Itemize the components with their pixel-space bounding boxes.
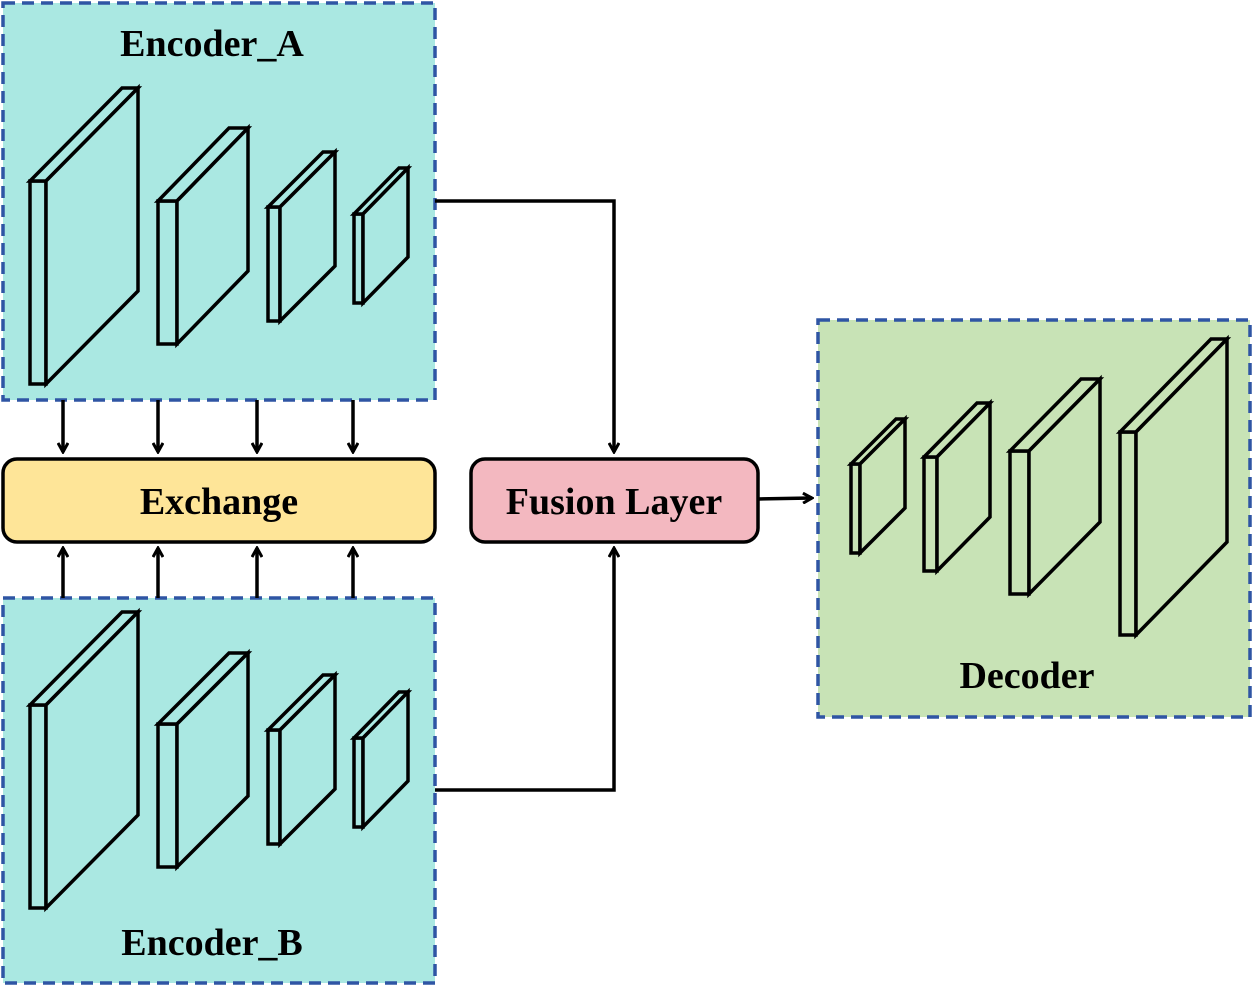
decoder-map-3 [1005,374,1105,599]
encoder-a-to-fusion-connector [435,199,614,452]
decoder-map-2 [919,398,995,576]
fusion-to-decoder-arrow [757,498,812,499]
encoder-b-label: Encoder_B [121,922,303,964]
encoder-b-to-fusion-connector [435,548,614,792]
encoder-b-to-exchange-arrows [63,548,353,598]
decoder-feature-maps [846,334,1232,640]
feature-map-a-4 [349,163,413,308]
exchange-label: Exchange [140,481,298,523]
decoder-map-4 [1115,334,1232,640]
feature-map-b-2 [153,648,253,872]
feature-map-b-1 [25,607,143,913]
feature-map-b-3 [263,670,340,849]
feature-map-a-1 [25,83,143,389]
decoder-label: Decoder [959,655,1094,697]
fusion-layer-box [469,457,760,544]
encoder-b-feature-maps [25,607,413,913]
encoder-a-feature-maps [25,83,413,389]
feature-map-a-2 [153,123,253,349]
encoder-a-to-exchange-arrows [63,400,353,452]
decoder-map-1 [846,414,910,558]
encoder-a-label: Encoder_A [120,23,304,65]
exchange-box [1,457,437,544]
feature-map-b-4 [349,687,413,832]
feature-map-a-3 [263,147,340,326]
fusion-layer-label: Fusion Layer [506,481,723,523]
